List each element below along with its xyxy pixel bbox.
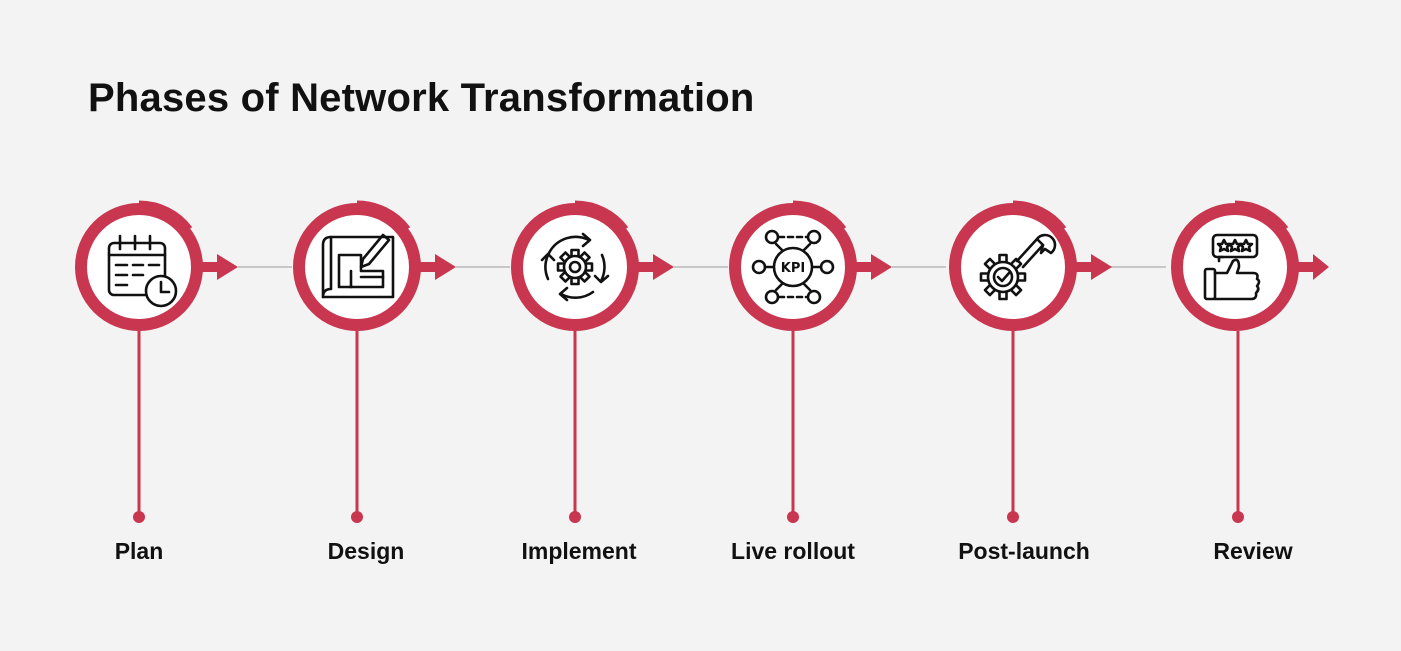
- phase-dot: [351, 511, 363, 523]
- phase-node-implement: [511, 200, 674, 523]
- phase-node-post-launch: [949, 200, 1112, 523]
- phase-arrow: [1068, 254, 1112, 280]
- phase-ring: [75, 200, 203, 331]
- phase-ring: [293, 200, 421, 331]
- phase-label-implement: Implement: [521, 538, 637, 564]
- phase-label-review: Review: [1213, 538, 1293, 564]
- gear-wrench-check-icon: [979, 233, 1057, 301]
- phase-arrow: [630, 254, 674, 280]
- page-title: Phases of Network Transformation: [88, 76, 755, 120]
- phase-node-live-rollout: KPI: [729, 200, 892, 523]
- kpi-network-icon: KPI: [751, 229, 835, 305]
- thumbs-up-rating-icon: [1203, 233, 1261, 301]
- phase-node-design: [293, 200, 456, 523]
- phase-dot: [1232, 511, 1244, 523]
- phase-dot: [569, 511, 581, 523]
- phase-node-review: [1171, 200, 1329, 523]
- phase-arrow: [848, 254, 892, 280]
- phase-dot: [133, 511, 145, 523]
- blueprint-pencil-icon: [321, 233, 395, 299]
- phase-dot: [787, 511, 799, 523]
- phase-node-plan: [75, 200, 238, 523]
- phase-dot: [1007, 511, 1019, 523]
- phase-label-plan: Plan: [114, 538, 164, 564]
- calendar-clock-icon: [107, 234, 178, 308]
- phase-label-design: Design: [327, 538, 405, 564]
- kpi-text: KPI: [781, 261, 805, 276]
- phase-label-post-launch: Post-launch: [958, 538, 1090, 564]
- gear-cycle-icon: [540, 232, 610, 302]
- phase-arrow: [412, 254, 456, 280]
- phase-ring: [1171, 200, 1299, 331]
- phase-arrow: [194, 254, 238, 280]
- phase-label-live-rollout: Live rollout: [731, 538, 855, 564]
- phase-arrow: [1290, 254, 1329, 280]
